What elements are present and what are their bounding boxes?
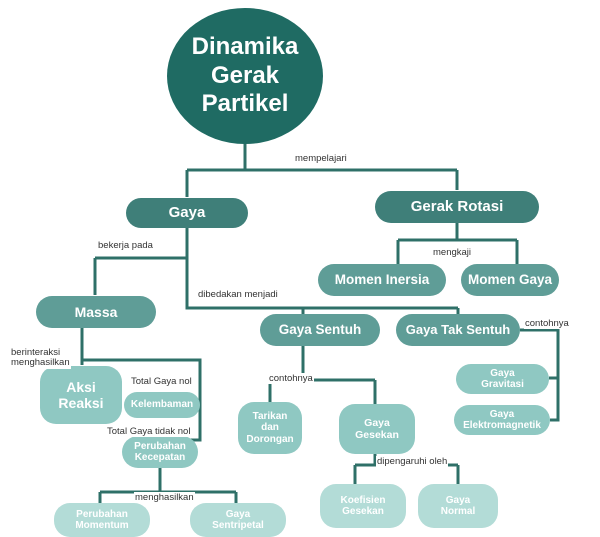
root-node: Dinamika Gerak Partikel: [167, 8, 323, 144]
label-dipengaruhi-oleh: dipengaruhi oleh: [376, 456, 449, 467]
node-aksi-reaksi-label: Aksi Reaksi: [58, 378, 104, 411]
node-gaya-tak-sentuh: Gaya Tak Sentuh: [396, 314, 520, 346]
node-massa-label: Massa: [74, 303, 118, 320]
node-tarikan-dorongan: Tarikan dan Dorongan: [238, 402, 302, 454]
node-gaya-tak-sentuh-label: Gaya Tak Sentuh: [405, 321, 511, 337]
node-gaya-elektromagnetik-label: Gaya Elektromagnetik: [463, 408, 541, 432]
node-tarikan-dorongan-label: Tarikan dan Dorongan: [246, 410, 294, 445]
label-bekerja-pada: bekerja pada: [97, 240, 154, 251]
node-gerak-rotasi: Gerak Rotasi: [375, 191, 539, 223]
label-berinteraksi: berinteraksi menghasilkan: [10, 347, 71, 369]
root-node-label: Dinamika Gerak Partikel: [191, 32, 299, 118]
label-menghasilkan: menghasilkan: [134, 492, 195, 503]
node-gerak-rotasi-label: Gerak Rotasi: [410, 198, 504, 216]
node-momen-inersia-label: Momen Inersia: [334, 272, 430, 288]
node-gaya-elektromagnetik: Gaya Elektromagnetik: [454, 405, 550, 435]
label-total-gaya-nol: Total Gaya nol: [130, 376, 193, 387]
node-gaya-gesekan-label: Gaya Gesekan: [355, 416, 399, 441]
node-gaya-gravitasi: Gaya Gravitasi: [456, 364, 549, 394]
node-gaya-gravitasi-label: Gaya Gravitasi: [481, 367, 524, 391]
node-momen-gaya: Momen Gaya: [461, 264, 559, 296]
label-mengkaji: mengkaji: [432, 247, 473, 258]
node-aksi-reaksi: Aksi Reaksi: [40, 366, 122, 424]
node-massa: Massa: [36, 296, 156, 328]
node-gaya-label: Gaya: [168, 204, 206, 222]
node-gaya-normal-label: Gaya Normal: [440, 494, 476, 518]
node-gaya-sentuh-label: Gaya Sentuh: [278, 322, 362, 338]
node-perubahan-kecepatan-label: Perubahan Kecepatan: [134, 440, 186, 464]
node-kelembaman-label: Kelembaman: [130, 399, 194, 411]
node-momen-inersia: Momen Inersia: [318, 264, 446, 296]
node-koefisien-gesekan: Koefisien Gesekan: [320, 484, 406, 528]
node-perubahan-momentum: Perubahan Momentum: [54, 503, 150, 537]
label-total-gaya-tidak-nol: Total Gaya tidak nol: [106, 426, 192, 437]
node-gaya-sentuh: Gaya Sentuh: [260, 314, 380, 346]
node-koefisien-gesekan-label: Koefisien Gesekan: [340, 494, 386, 518]
node-momen-gaya-label: Momen Gaya: [467, 272, 553, 288]
label-dibedakan-menjadi: dibedakan menjadi: [197, 289, 279, 300]
node-gaya-sentripetal: Gaya Sentripetal: [190, 503, 286, 537]
node-gaya-sentripetal-label: Gaya Sentripetal: [212, 508, 264, 532]
label-mempelajari: mempelajari: [294, 153, 348, 164]
node-gaya: Gaya: [126, 198, 248, 228]
node-kelembaman: Kelembaman: [124, 392, 200, 418]
node-perubahan-momentum-label: Perubahan Momentum: [75, 508, 129, 532]
node-perubahan-kecepatan: Perubahan Kecepatan: [122, 436, 198, 468]
node-gaya-normal: Gaya Normal: [418, 484, 498, 528]
label-contohnya-mid: contohnya: [268, 373, 314, 384]
label-contohnya-right: contohnya: [524, 318, 570, 329]
node-gaya-gesekan: Gaya Gesekan: [339, 404, 415, 454]
